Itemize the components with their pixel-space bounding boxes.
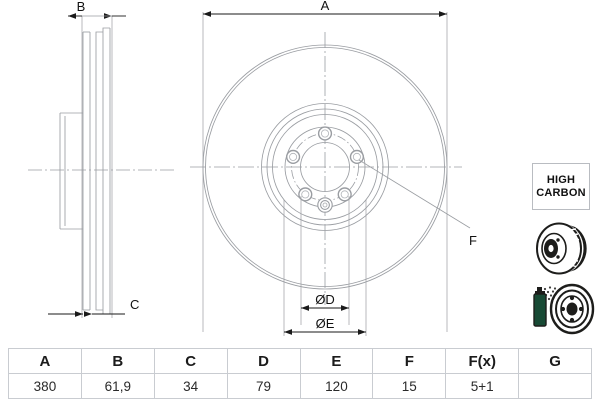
table-header-cell: G — [518, 348, 592, 374]
table-value-cell: 61,9 — [80, 373, 155, 399]
guide-pin-hole — [317, 197, 333, 213]
vented-disc-icon — [536, 222, 587, 275]
feature-badge-panel: HIGH CARBON — [524, 163, 596, 338]
table-value-cell: 120 — [299, 373, 374, 399]
specification-table: A B C D E F F(x) G 380 61,9 34 79 120 15… — [8, 348, 592, 399]
bolt-hole — [286, 149, 301, 165]
friction-ring-outer-edge — [205, 47, 445, 287]
table-header-cell: E — [299, 348, 374, 374]
dimension-label-c: C — [130, 297, 139, 312]
bolt-hole — [349, 149, 365, 165]
table-value-cell: 79 — [226, 373, 301, 399]
dimension-label-a: A — [321, 0, 330, 13]
table-header-cell: A — [8, 348, 82, 374]
table-header-row: A B C D E F F(x) G — [8, 348, 592, 374]
table-header-cell: C — [153, 348, 228, 374]
table-header-cell: B — [80, 348, 155, 374]
table-header-cell: F — [372, 348, 447, 374]
table-header-cell: F(x) — [445, 348, 520, 374]
table-value-cell: 34 — [153, 373, 228, 399]
table-value-row: 380 61,9 34 79 120 15 5+1 — [8, 373, 592, 399]
side-section-view — [28, 13, 175, 318]
table-value-cell: 380 — [8, 373, 82, 399]
hat-step-circle — [272, 114, 378, 220]
b-extension-lines — [81, 16, 113, 318]
disc-section-profile — [59, 27, 111, 315]
table-value-cell: 15 — [372, 373, 447, 399]
dimension-label-f: F — [469, 233, 477, 248]
bolt-hole — [298, 187, 313, 202]
outer-diameter-circle — [202, 44, 448, 290]
coated-disc-icon — [533, 283, 595, 335]
bolt-hole — [317, 126, 333, 141]
table-header-cell: D — [226, 348, 301, 374]
center-bore-circle — [300, 142, 350, 192]
de-extension-lines — [283, 196, 367, 336]
front-view — [190, 11, 471, 336]
bolt-hole — [337, 187, 352, 202]
front-view-centerlines — [190, 32, 462, 305]
table-value-cell — [518, 373, 592, 399]
bolt-holes — [286, 126, 365, 202]
high-carbon-badge: HIGH CARBON — [532, 163, 590, 210]
high-carbon-line2: CARBON — [536, 186, 586, 199]
friction-ring-inner-edge — [261, 103, 389, 231]
dimension-label-e: ØE — [316, 316, 335, 331]
high-carbon-line1: HIGH — [546, 174, 576, 187]
dimension-label-b: B — [77, 0, 86, 14]
f-leader-line — [358, 159, 471, 229]
disc-circles — [202, 44, 448, 290]
table-value-cell: 5+1 — [445, 373, 520, 399]
hat-outer-circle — [266, 108, 384, 226]
dimension-label-d: ØD — [315, 292, 335, 307]
